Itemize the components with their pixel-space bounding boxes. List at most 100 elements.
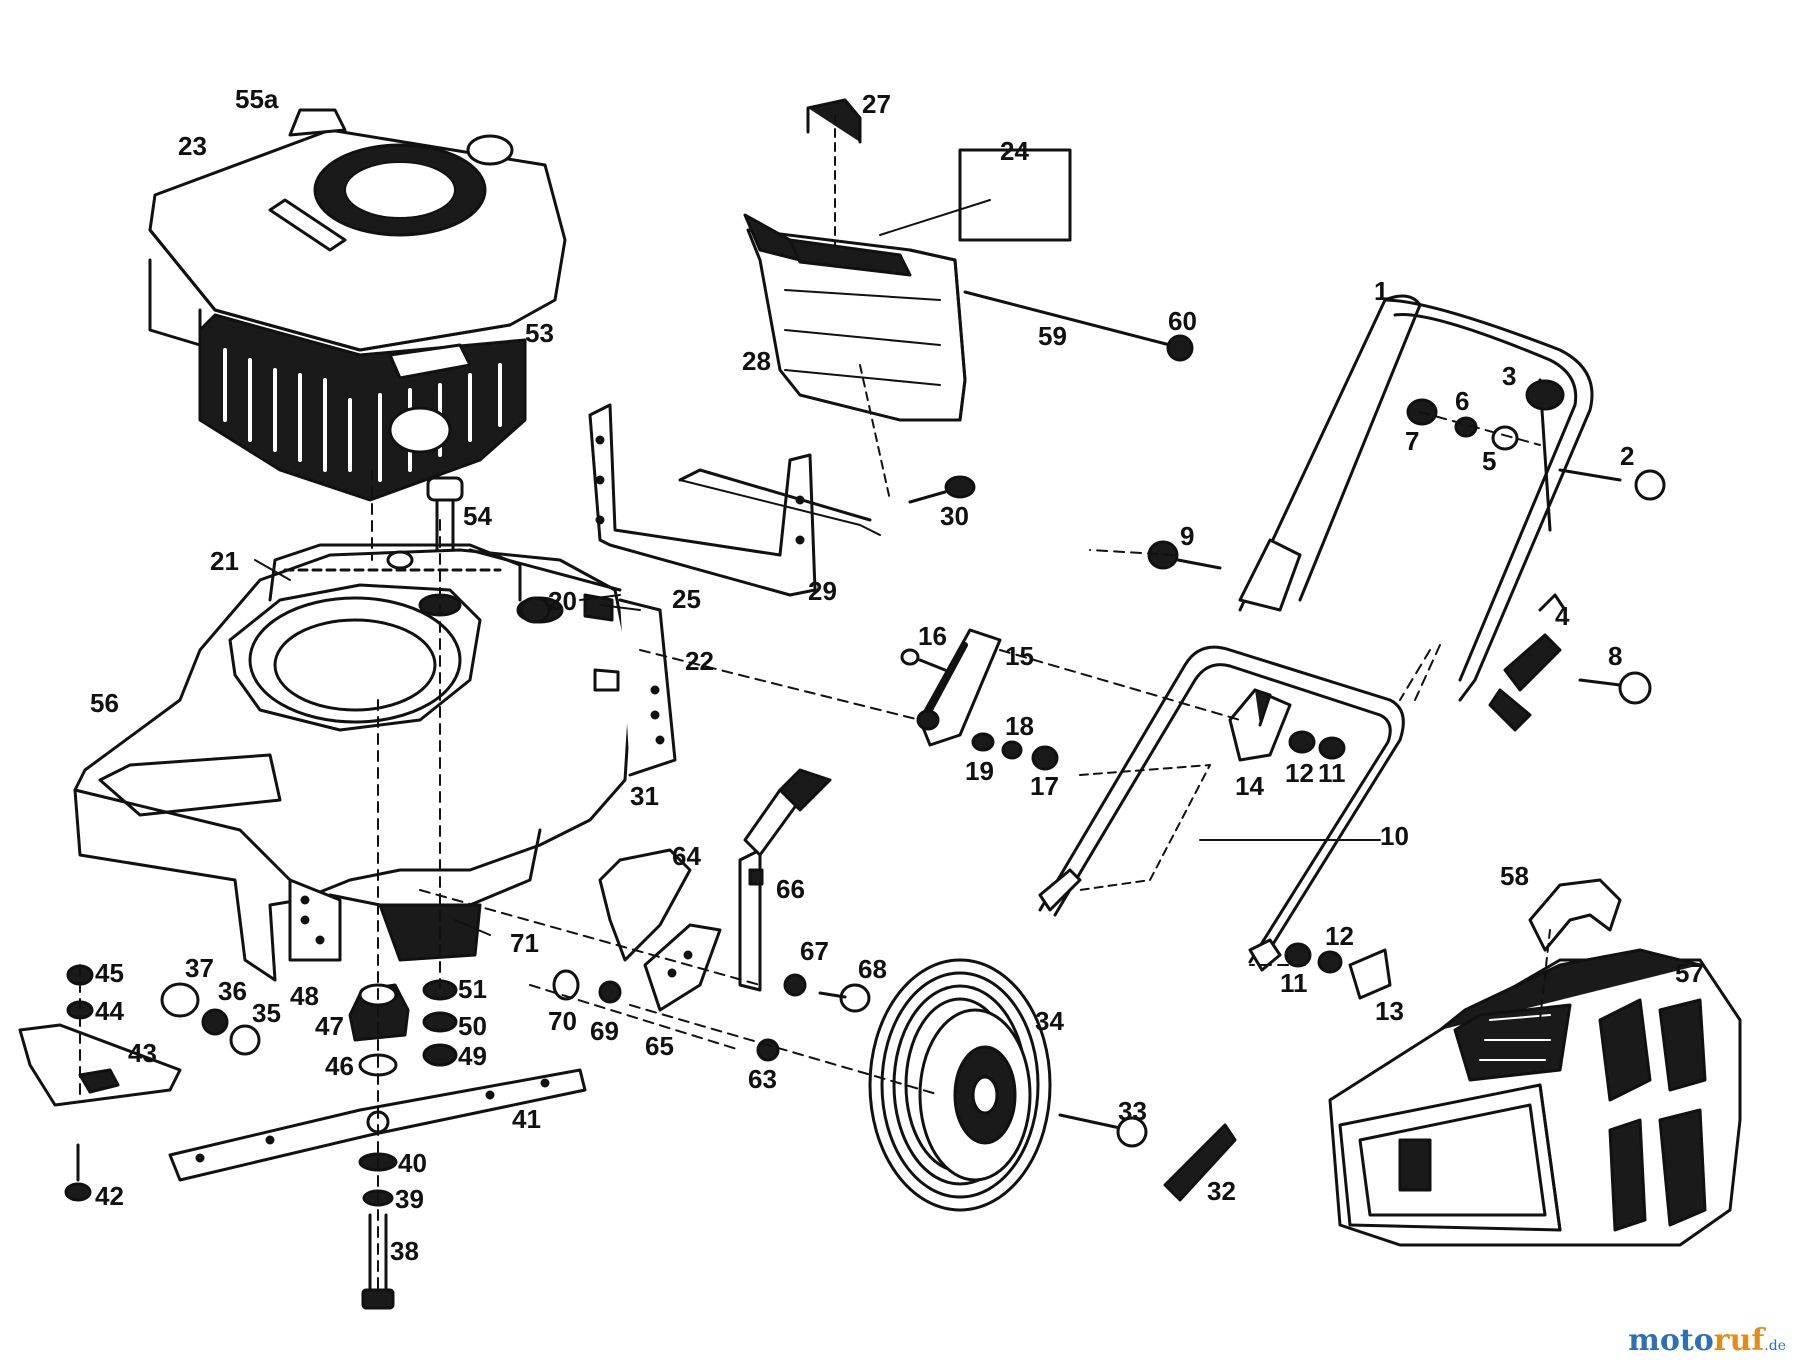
label-21: 21 [210, 546, 239, 576]
washers-5-6-7 [1406, 398, 1519, 451]
label-59: 59 [1038, 321, 1067, 351]
label-70: 70 [548, 1006, 577, 1036]
label-69: 69 [590, 1016, 619, 1046]
label-15: 15 [1005, 641, 1034, 671]
clamp-14 [1228, 688, 1346, 762]
label-55a: 55a [235, 84, 279, 114]
label-37: 37 [185, 953, 214, 983]
leader-lines [254, 559, 1381, 936]
label-29: 29 [808, 576, 837, 606]
label-56: 56 [90, 688, 119, 718]
plate-43 [18, 1023, 182, 1107]
label-7: 7 [1405, 426, 1419, 456]
label-2: 2 [1620, 441, 1634, 471]
wheel-cap-32 [1163, 1123, 1237, 1202]
part-36 [201, 1008, 229, 1036]
label-44: 44 [95, 996, 124, 1026]
label-13: 13 [1375, 996, 1404, 1026]
label-11b: 11 [1280, 968, 1308, 998]
nut-12 [1317, 950, 1343, 974]
label-35: 35 [252, 998, 281, 1028]
bolt-2 [1558, 468, 1666, 501]
label-5: 5 [1482, 446, 1496, 476]
label-20: 20 [548, 586, 577, 616]
washer-63 [756, 1038, 780, 1062]
label-66: 66 [776, 874, 805, 904]
label-42: 42 [95, 1181, 124, 1211]
label-12b: 12 [1325, 921, 1354, 951]
label-30: 30 [940, 501, 969, 531]
assembly-lines [79, 411, 1541, 1291]
label-39: 39 [395, 1184, 424, 1214]
label-10: 10 [1380, 821, 1409, 851]
label-28: 28 [742, 346, 771, 376]
rod-59 [963, 290, 1194, 362]
label-25: 25 [672, 584, 701, 614]
label-41: 41 [512, 1104, 541, 1134]
screw-30 [859, 364, 976, 504]
label-27: 27 [862, 89, 891, 119]
label-43: 43 [128, 1038, 157, 1068]
bolt-42 [64, 1143, 92, 1202]
washer-50 [422, 1011, 458, 1033]
label-67: 67 [800, 936, 829, 966]
label-57: 57 [1675, 958, 1704, 988]
label-12a: 12 [1285, 758, 1314, 788]
lever-4 [1488, 593, 1567, 732]
label-34: 34 [1035, 1006, 1064, 1036]
axle-plate-66 [738, 768, 832, 992]
wheel-34 [868, 958, 1052, 1212]
bolt-20 [519, 596, 551, 624]
label-47: 47 [315, 1011, 344, 1041]
label-50: 50 [458, 1011, 487, 1041]
label-48: 48 [290, 981, 319, 1011]
upper-handle [1238, 294, 1594, 702]
label-22: 22 [685, 646, 714, 676]
label-60: 60 [1168, 306, 1197, 336]
label-32: 32 [1207, 1176, 1236, 1206]
part-labels: 1 2 3 4 5 6 7 8 9 10 11 11 12 12 13 14 1… [90, 84, 1704, 1266]
bracket-29 [588, 403, 881, 597]
part-37 [160, 982, 200, 1018]
label-45: 45 [95, 958, 124, 988]
clip-27 [806, 98, 862, 246]
label-23: 23 [178, 131, 207, 161]
grass-catcher-57 [1328, 948, 1742, 1247]
label-65: 65 [645, 1031, 674, 1061]
nut-69 [598, 980, 622, 1004]
bracket-65 [643, 923, 722, 1012]
bolt-9 [1147, 540, 1222, 570]
label-53: 53 [525, 318, 554, 348]
nut-49 [422, 1043, 458, 1067]
label-1: 1 [1374, 276, 1388, 306]
label-24: 24 [1000, 136, 1029, 166]
engine [148, 108, 567, 502]
lower-handle [1038, 645, 1405, 972]
knob-13 [1348, 948, 1392, 1000]
label-8: 8 [1608, 641, 1622, 671]
washer-70 [552, 969, 580, 1001]
label-6: 6 [1455, 386, 1469, 416]
label-3: 3 [1502, 361, 1516, 391]
bag-handle-58 [1528, 878, 1622, 1021]
mower-deck [73, 543, 677, 982]
label-33: 33 [1118, 1096, 1147, 1126]
bracket-64 [598, 848, 692, 962]
nut-11 [1284, 942, 1312, 968]
label-9: 9 [1180, 521, 1194, 551]
bolt-33 [1058, 1113, 1148, 1148]
label-31: 31 [630, 781, 659, 811]
label-11a: 11 [1318, 758, 1346, 788]
label-14: 14 [1235, 771, 1264, 801]
label-46: 46 [325, 1051, 354, 1081]
label-16: 16 [918, 621, 947, 651]
label-18: 18 [1005, 711, 1034, 741]
label-38: 38 [390, 1236, 419, 1266]
label-17: 17 [1030, 771, 1059, 801]
label-68: 68 [858, 954, 887, 984]
label-54: 54 [463, 501, 492, 531]
bolt-68 [783, 973, 871, 1013]
label-19: 19 [965, 756, 994, 786]
label-4: 4 [1555, 601, 1570, 631]
